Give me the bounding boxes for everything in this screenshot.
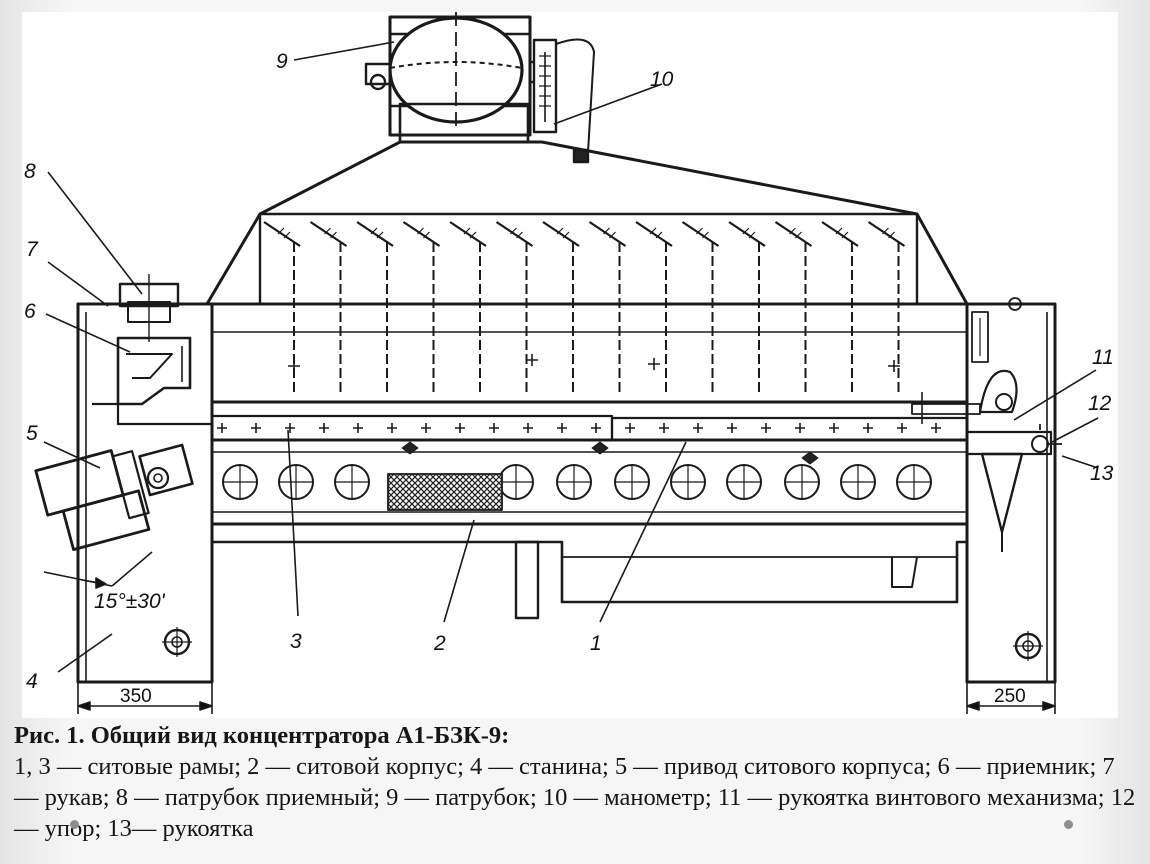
hood-baffle (728, 221, 766, 396)
frame-cross (727, 423, 737, 433)
leader-lines (43, 41, 1099, 673)
hood-baffle (542, 221, 580, 396)
sieve-ball-cell (556, 464, 592, 500)
caption-legend: 1, 3 — ситовые рамы; 2 — ситовой корпус;… (14, 753, 1136, 842)
screw-handle (911, 369, 1018, 424)
frame-cross (761, 423, 771, 433)
callout-4: 4 (26, 670, 38, 693)
hood-baffle (356, 221, 394, 396)
frame-cross (489, 423, 499, 433)
frame-cross (285, 423, 295, 433)
angle-label: 15°±30' (94, 590, 166, 613)
hood-baffles (263, 221, 906, 396)
outlet-pipe (364, 12, 550, 144)
hood-baffle (774, 221, 813, 396)
sieve-ball-cell (896, 464, 932, 500)
sieve-ball-cell (840, 464, 876, 500)
hood-baffle (867, 221, 906, 396)
sieve-drive (34, 443, 194, 552)
frame-cross (659, 423, 669, 433)
frame-cross (591, 423, 601, 433)
inlet-pipe (118, 274, 180, 342)
callout-7: 7 (26, 238, 39, 261)
hood-baffle (681, 221, 720, 396)
sieve-body (210, 438, 969, 526)
hood-baffle (402, 221, 441, 396)
chamber (210, 302, 969, 404)
callout-1: 1 (590, 632, 602, 655)
slide-decoration-dot (1064, 820, 1073, 829)
stand-left (76, 302, 214, 684)
frame-cross (353, 423, 363, 433)
dimension-right: 250 (994, 686, 1026, 707)
hood-baffle (449, 221, 487, 396)
sieve-ball-cell (278, 464, 314, 500)
sieve-ball-cell (334, 464, 370, 500)
frame-cross (693, 423, 703, 433)
hood-baffle (588, 221, 627, 396)
frame-cross (625, 423, 635, 433)
manometer (532, 38, 595, 164)
callout-6: 6 (24, 300, 36, 323)
base-dimensions (77, 682, 1056, 714)
hood-baffle (309, 221, 348, 396)
frame-cross (863, 423, 873, 433)
hood-baffle (495, 221, 534, 396)
frame-cross (557, 423, 567, 433)
hood-baffle (821, 221, 859, 396)
frame-cross (421, 423, 431, 433)
hood-baffle (635, 221, 673, 396)
callout-11: 11 (1092, 346, 1114, 369)
callout-3: 3 (290, 630, 302, 653)
frame-cross (829, 423, 839, 433)
frame-cross (931, 423, 941, 433)
stand-right (965, 297, 1057, 684)
callout-12: 12 (1088, 392, 1112, 415)
figure-caption: Рис. 1. Общий вид концентратора А1-БЗК-9… (14, 720, 1136, 844)
frame-cross (251, 423, 261, 433)
frame-cross (795, 423, 805, 433)
frame-cross (897, 423, 907, 433)
slide-decoration-dot (70, 820, 79, 829)
sieve-ball-cell (670, 464, 706, 500)
frame-cross (319, 423, 329, 433)
frame-cross (387, 423, 397, 433)
concentrator-drawing: 10 9 8 7 6 5 4 3 2 1 11 12 13 15°±30' 35… (22, 12, 1118, 718)
frame-cross (455, 423, 465, 433)
caption-title: Рис. 1. Общий вид концентратора А1-БЗК-9… (14, 722, 510, 749)
angle-dimension (43, 551, 153, 589)
receiver (92, 336, 212, 426)
callout-5: 5 (26, 422, 38, 445)
callout-2: 2 (433, 632, 446, 655)
sieve-ball-cell (726, 464, 762, 500)
callout-10: 10 (650, 68, 674, 91)
stop-and-handle (965, 424, 1062, 552)
sieve-ball-cell (614, 464, 650, 500)
sieve-ball-cell (498, 464, 534, 500)
callout-9: 9 (276, 50, 288, 73)
callout-13: 13 (1090, 462, 1114, 485)
sieve-frame-upper (210, 414, 969, 442)
sieve-ball-cell (784, 464, 820, 500)
dimension-left: 350 (120, 686, 152, 707)
frame-cross (523, 423, 533, 433)
lower-box (210, 524, 967, 620)
frame-cross (217, 423, 227, 433)
callout-8: 8 (24, 160, 36, 183)
sieve-ball-cell (222, 464, 258, 500)
